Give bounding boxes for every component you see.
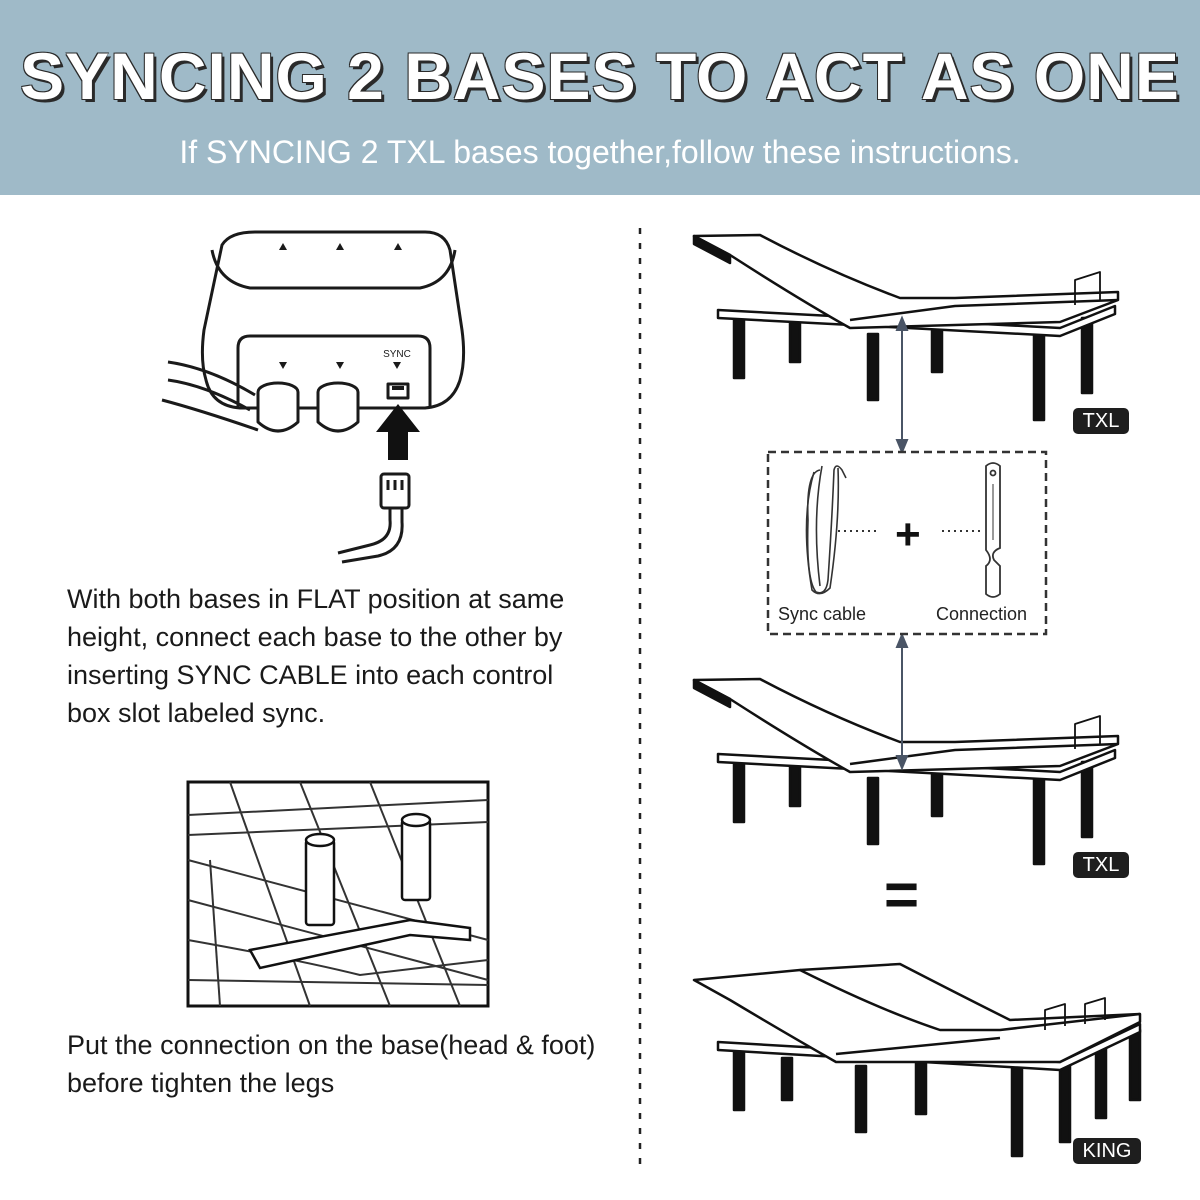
bed-base-king	[692, 962, 1142, 1158]
frame-closeup-illustration	[186, 780, 490, 1008]
control-box-illustration	[161, 230, 466, 564]
page-title: SYNCING 2 BASES TO ACT AS ONE	[20, 39, 1180, 113]
bed-base-2	[692, 677, 1120, 866]
connection-label: Connection	[936, 604, 1028, 624]
plus-sign: +	[895, 510, 921, 559]
base-2-size-tag: TXL	[1073, 852, 1129, 878]
step-2-caption: Put the connection on the base(head & fo…	[67, 1030, 596, 1098]
base-1-size-tag: TXL	[1073, 408, 1129, 434]
bed-base-1	[692, 233, 1120, 422]
connection-bracket-icon	[985, 462, 1001, 598]
stack-arrows	[895, 315, 909, 771]
equals-sign: =	[884, 861, 920, 928]
sync-cable-icon	[805, 465, 847, 595]
step-1-caption: With both bases in FLAT position at same…	[67, 584, 565, 728]
base-king-size-tag: KING	[1073, 1138, 1141, 1164]
sync-cable-label: Sync cable	[778, 604, 867, 624]
sync-port-label: SYNC	[383, 349, 411, 360]
page-subtitle: If SYNCING 2 TXL bases together,follow t…	[179, 134, 1021, 170]
header-banner	[0, 0, 1200, 195]
